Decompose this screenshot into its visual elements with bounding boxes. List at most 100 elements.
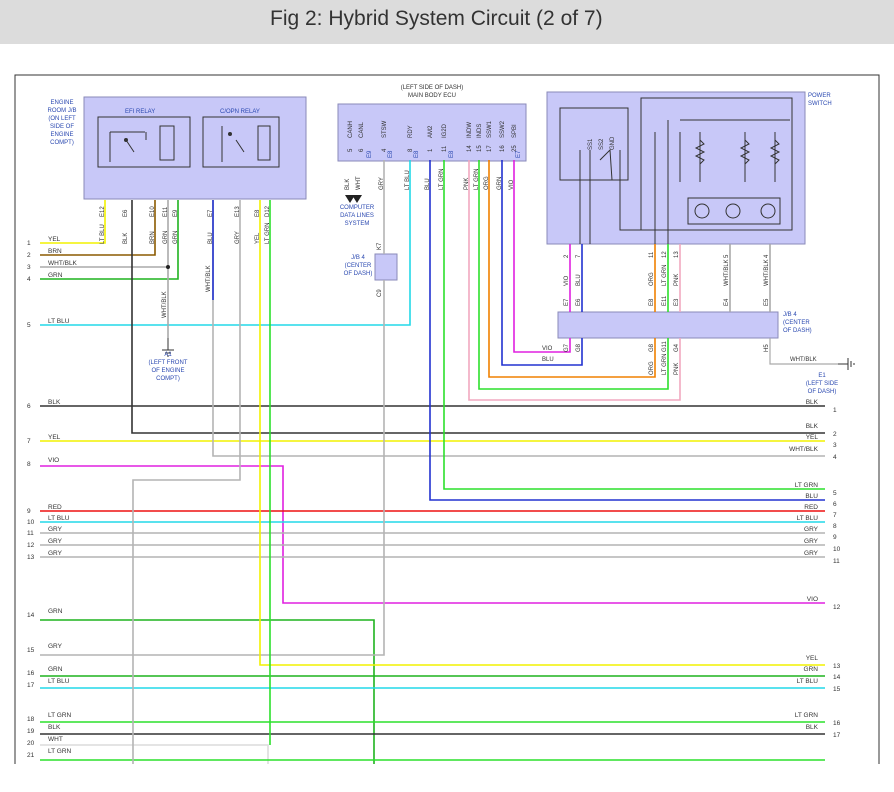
left-row-num-16: 16 [27,670,35,677]
left-row-num-21: 21 [27,752,35,759]
diagram-frame [14,74,880,764]
switch-out-pin-3: 12 [662,251,668,258]
jb-bottom-wire-0: ORG [649,361,655,375]
power-switch-inner-right [640,97,793,231]
wire-ecu-org [488,160,656,378]
left-row-num-18: 18 [27,716,35,723]
wire-row-1 [40,200,106,244]
left-row-num-7: 7 [27,438,31,445]
jb4-right-box [557,311,779,339]
left-row-num-6: 6 [27,403,31,410]
arrow-can-l [352,195,362,203]
relay-pin-E10-2: E10 [150,206,156,217]
wire-ecu-blu2 [501,160,583,366]
left-row-num-12: 12 [27,542,35,549]
switch-out-wire-3: LT GRN [662,265,668,286]
left-row-num-13: 13 [27,554,35,561]
left-row-label-18: LT GRN [48,712,72,719]
ecu-pin-num-11: 11 [442,145,448,152]
ecu-pin-name-SSW1: SSW1 [487,120,493,138]
main-body-ecu-label-line-1: MAIN BODY ECU [408,93,456,99]
ecu-pin-num-5: 5 [348,148,354,152]
right-row-label-17: BLK [806,724,819,731]
ground-a1-label-line-2: OF ENGINE [151,368,184,374]
switch-out-conn-3: E11 [662,295,668,306]
computer-data-lines-label-line-0: COMPUTER [340,205,375,211]
right-row-label-9: GRY [804,526,819,533]
left-row-label-2: BRN [48,248,62,255]
wire-ground-e1 [769,338,838,365]
right-row-num-15: 15 [833,686,841,693]
ecu-wire-label-2: GRY [379,177,385,190]
left-row-num-1: 1 [27,240,31,247]
copn-relay-box [202,116,280,168]
switch-out-pin-1: 7 [576,254,582,258]
switch-internal-lines [579,150,660,244]
ecu-conn-2: E8 [414,150,420,158]
switch-out-pin-4: 13 [674,251,680,258]
jb-bottom-pin-1: G8 [576,343,582,352]
relay-wire-label-6: GRY [235,231,241,244]
left-row-label-13: GRY [48,550,63,557]
ecu-pin-name-AM2: AM2 [428,125,434,138]
switch-out-wire-1: BLU [576,274,582,286]
ecu-wire-label-5: LT GRN [439,169,445,190]
right-row-label-8: LT BLU [797,515,819,522]
ecu-wire-label-4: BLU [425,178,431,190]
ecu-pin-name-IG2D: IG2D [442,123,448,138]
relay-pin-E12-0: E12 [100,206,106,217]
computer-data-lines-label-line-1: DATA LINES [340,213,374,219]
relay-pin-E7-5: E7 [208,209,214,217]
right-row-num-8: 8 [833,523,837,530]
vio-loop-label: VIO [542,346,553,352]
ecu-pin-name-INDS: INDS [477,124,483,138]
left-row-num-5: 5 [27,322,31,329]
wire-ecu-blu [429,160,825,501]
ecu-conn-1: E8 [388,150,394,158]
ground-e1-label-line-0: E1 [818,373,826,379]
ground-e1-label-line-1: (LEFT SIDE [806,381,838,387]
ecu-wire-label-3: LT BLU [405,170,411,190]
right-row-label-13: YEL [806,655,819,662]
engine-room-jb-label-line-1: ROOM J/B [47,108,76,114]
jb4-right-label-line-0: J/B 4 [783,312,797,318]
ecu-pin-num-15: 15 [477,145,483,152]
wire-row-8 [40,465,825,604]
switch-internal-lines2 [654,119,790,244]
right-row-num-16: 16 [833,720,841,727]
jb-bottom-wire-1: LT GRN [662,354,668,375]
relay-pin-E6-1: E6 [123,209,129,217]
efi-relay-contacts [109,125,271,162]
left-row-label-4: GRN [48,272,63,279]
ecu-pin-num-16: 16 [500,145,506,152]
left-row-num-19: 19 [27,728,35,735]
left-row-label-21: LT GRN [48,748,72,755]
ground-e1-wire-label: WHT/BLK [790,357,817,363]
ecu-pin-num-25: 25 [512,145,518,152]
left-row-label-12: GRY [48,538,63,545]
ecu-pin-num-1: 1 [428,148,434,152]
jb-bottom-wire-2: PNK [674,363,680,375]
jb4-k7-label-line-0: J/B 4 [351,255,365,261]
right-row-num-13: 13 [833,663,841,670]
switch-out-pin-2: 11 [649,251,655,258]
main-body-ecu-box [337,103,527,162]
jb4-c9-pin: C9 [377,289,383,297]
ecu-pin-name-CANH: CANH [348,121,354,138]
jb4-k7-label-line-2: OF DASH) [344,271,373,277]
left-row-label-11: GRY [48,526,63,533]
relay-pin-D12-8: D12 [265,205,271,217]
left-row-label-9: RED [48,504,62,511]
left-row-num-9: 9 [27,508,31,515]
engine-room-jb-label-line-2: (ON LEFT [48,116,76,122]
left-row-num-20: 20 [27,740,35,747]
wire-row-14 [40,619,375,764]
ecu-conn-4: E7 [516,150,522,158]
switch-out-wire-4: PNK [674,274,680,286]
switch-out-wire-5: WHT/BLK [724,259,730,286]
right-row-label-3: YEL [806,434,819,441]
jb4-right-label-line-2: OF DASH) [783,328,812,334]
engine-room-jb-label-line-5: COMPT) [50,140,74,146]
right-row-label-2: BLK [806,423,819,430]
